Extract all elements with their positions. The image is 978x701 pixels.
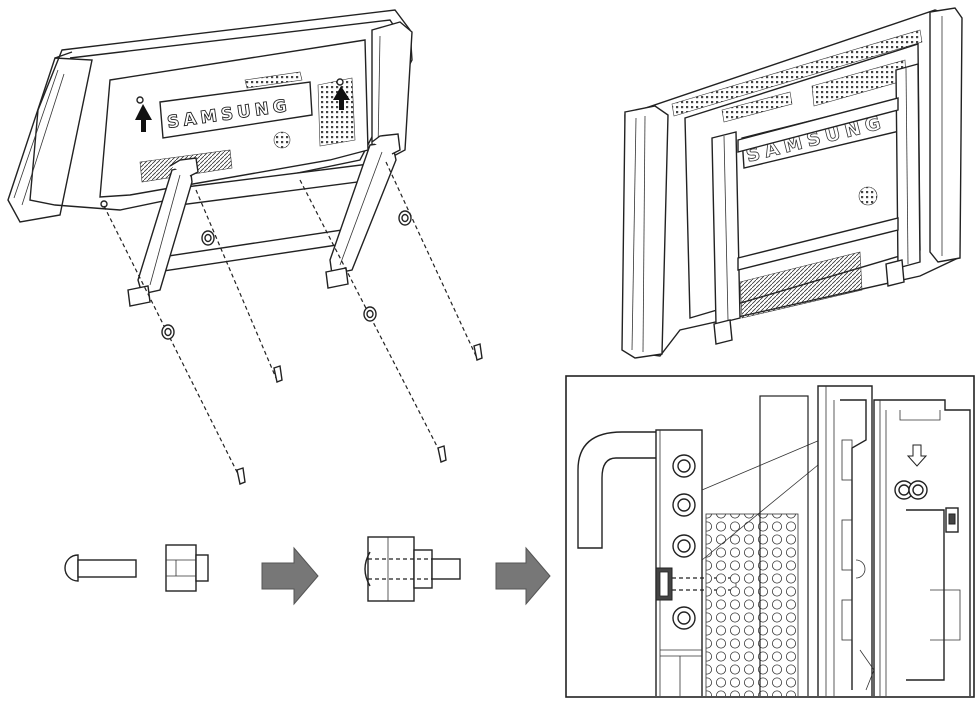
screw-part [64, 554, 137, 582]
screw [236, 467, 246, 485]
bracket-hole [672, 454, 696, 478]
monitor-back-left: SAMSUNG [7, 9, 413, 223]
screw [473, 343, 483, 361]
screw [273, 365, 283, 383]
up-arrow-icon [333, 86, 350, 110]
bracket-hole [672, 606, 696, 630]
bracket-hole [672, 493, 696, 517]
spacer-with-screw [364, 536, 461, 602]
up-arrow-icon [135, 104, 152, 132]
spacer-part [165, 544, 209, 592]
spacer [398, 210, 412, 226]
detail-inset [565, 375, 975, 698]
right-arrow-icon [495, 546, 551, 606]
bracket-hole [672, 534, 696, 558]
exploded-assembly: SAMSUNG [7, 9, 483, 485]
assembled-monitor: SAMSUNG [621, 7, 963, 359]
inserted-spacer [655, 567, 737, 601]
spacer [201, 230, 215, 246]
screw [437, 445, 447, 463]
spacer [363, 306, 377, 322]
right-arrow-icon [261, 546, 319, 606]
down-arrow-icon [906, 444, 928, 467]
hardware-sequence [64, 536, 551, 606]
mounting-bracket [127, 133, 401, 307]
spacer [161, 324, 175, 340]
